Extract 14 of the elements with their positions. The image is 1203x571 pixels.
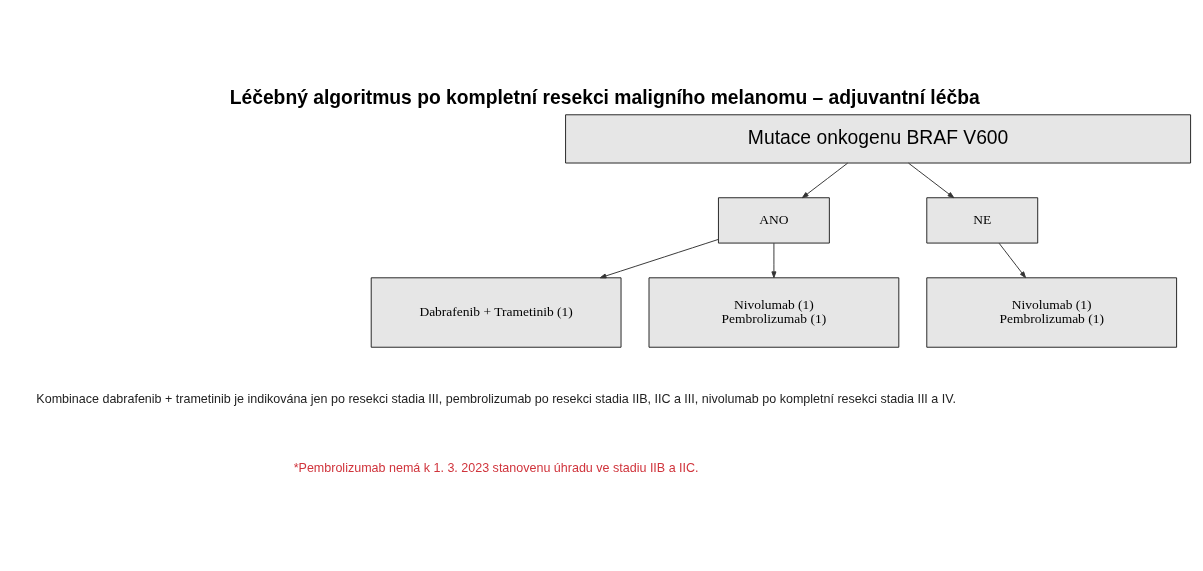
arrow bbox=[998, 242, 1027, 278]
label: Kombinace dabrafenib + trametinib je indikována jen po resekci stadia III, pembrolizumab po resekci stadia IIB, IIC a III, nivolumab po kompletní resekci stadia III a IV. bbox=[36, 391, 956, 406]
arrow bbox=[771, 242, 777, 278]
diagram-title: Léčebný algoritmus po kompletní resekci maligního melanomu – adjuvantní léčba bbox=[229, 86, 980, 108]
arrow bbox=[599, 238, 719, 278]
node-box: Nivolumab (1) Pembrolizumab (1) bbox=[926, 276, 1178, 348]
node-box: Mutace onkogenu BRAF V600 bbox=[565, 113, 1192, 163]
node-box: ANO bbox=[717, 196, 830, 244]
arrow bbox=[908, 162, 955, 198]
arrow bbox=[801, 162, 849, 198]
node-box: NE bbox=[926, 196, 1039, 244]
node-box: Dabrafenib + Trametinib (1) bbox=[370, 276, 622, 348]
node-box: Nivolumab (1) Pembrolizumab (1) bbox=[648, 276, 900, 348]
label: *Pembrolizumab nemá k 1. 3. 2023 stanovenu úhradu ve stadiu IIB a IIC. bbox=[293, 460, 699, 475]
